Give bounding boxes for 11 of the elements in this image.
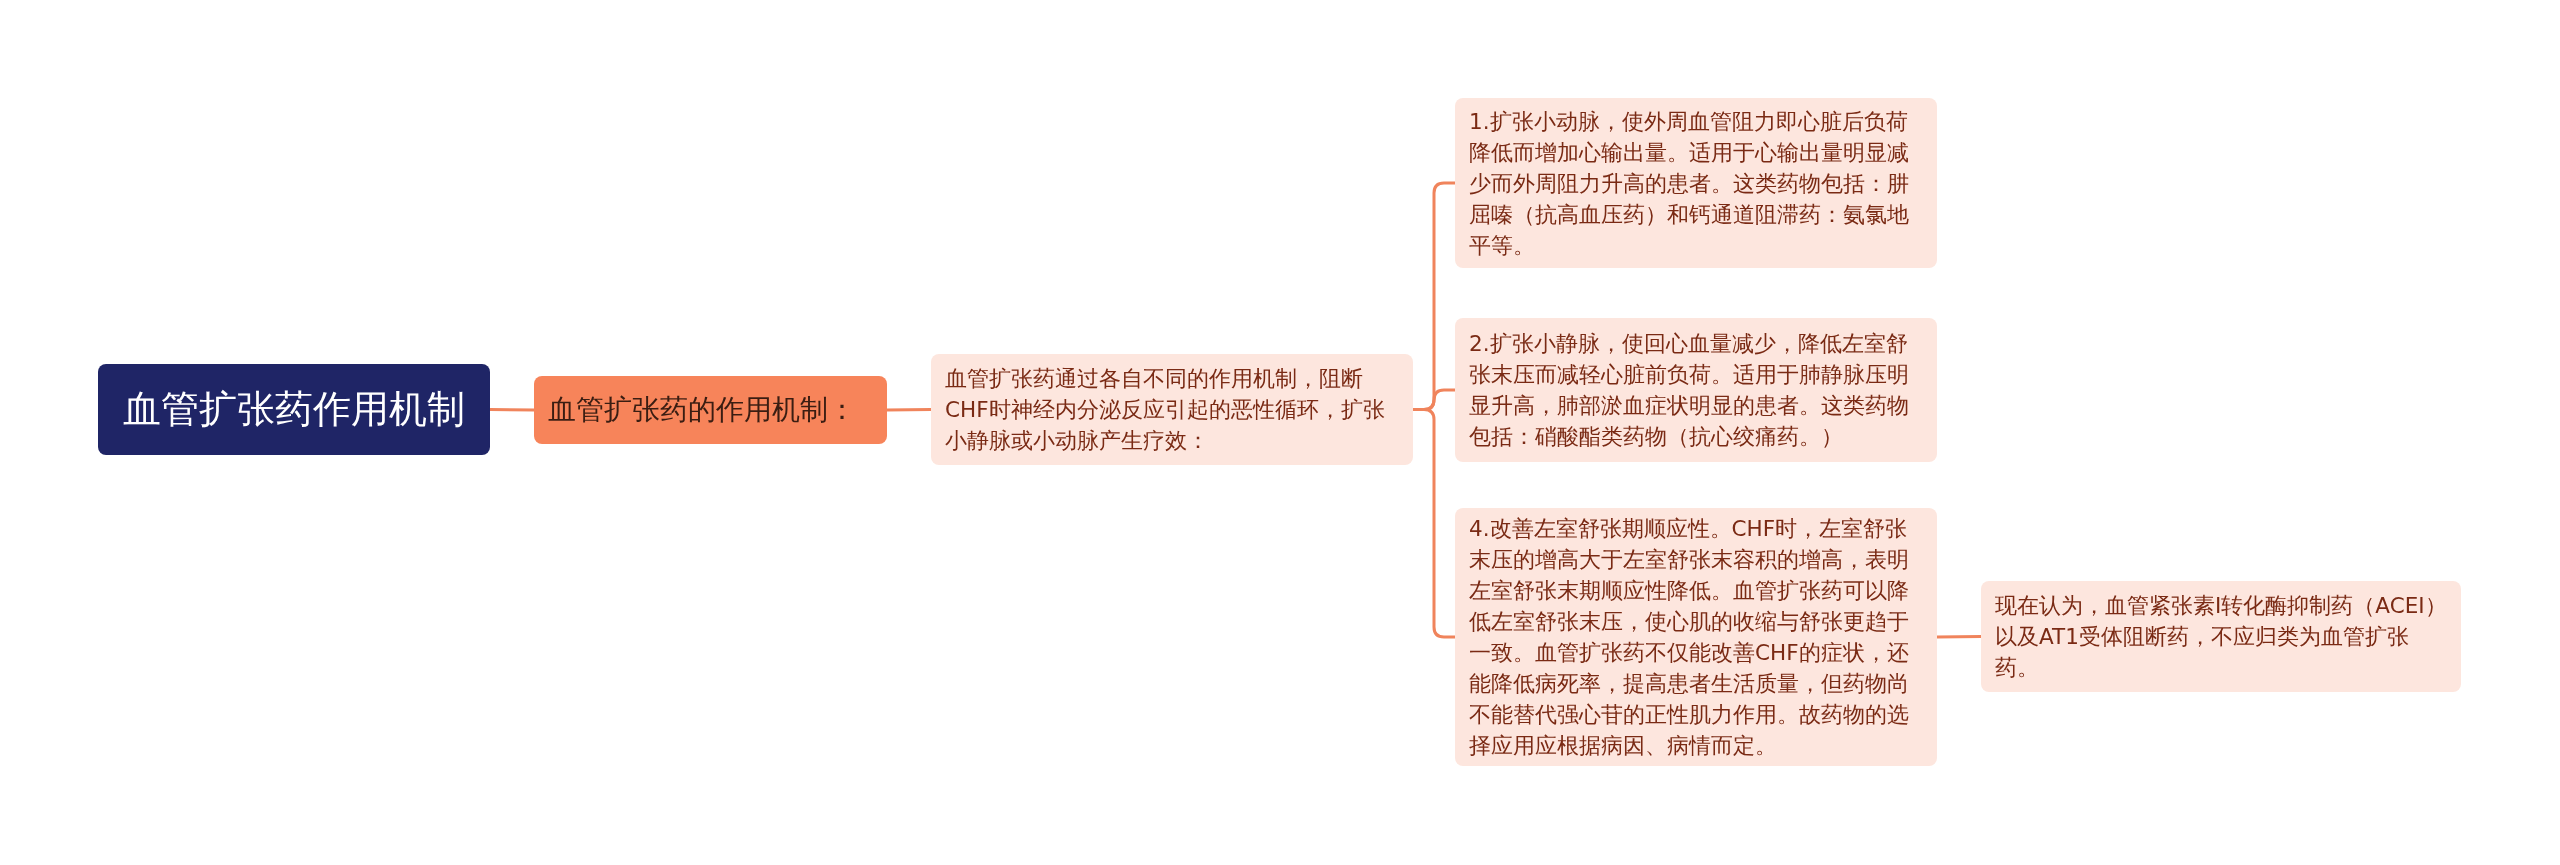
- text-box: 现在认为，血管紧张素Ⅰ转化酶抑制药（ACEI）以及AT1受体阻断药，不应归类为血管扩张药。: [1981, 581, 2461, 692]
- text-box: 1.扩张小动脉，使外周血管阻力即心脏后负荷降低而增加心输出量。适用于心输出量明显减少而外周阻力升高的患者。这类药物包括：肼屈嗪（抗高血压药）和钙通道阻滞药：氨氯地平等。: [1455, 98, 1937, 268]
- text-box: 血管扩张药通过各自不同的作用机制，阻断CHF时神经内分泌反应引起的恶性循环，扩张小静脉或小动脉产生疗效：: [931, 354, 1413, 465]
- connector-line: [1937, 635, 1981, 639]
- connector-line: [887, 408, 931, 412]
- connector-line: [490, 408, 534, 412]
- text-box: 2.扩张小静脉，使回心血量减少，降低左室舒张末压而减轻心脏前负荷。适用于肺静脉压明显升高，肺部淤血症状明显的患者。这类药物包括：硝酸酯类药物（抗心绞痛药。）: [1455, 318, 1937, 462]
- topic-box: 血管扩张药的作用机制：: [534, 376, 887, 444]
- connector-line: [1413, 408, 1455, 639]
- text-box: 4.改善左室舒张期顺应性。CHF时，左室舒张末压的增高大于左室舒张末容积的增高，表明左室舒张末期顺应性降低。血管扩张药可以降低左室舒张末压，使心肌的收缩与舒张更趋于一致。血管扩张药不仅能改善CHF的症状，还能降低病死率，提高患者生活质量，但药物尚不能替代强心苷的正性肌力作用。故药物的选择应用应根据病因、病情而定。: [1455, 508, 1937, 766]
- root-topic-box: 血管扩张药作用机制: [98, 364, 490, 455]
